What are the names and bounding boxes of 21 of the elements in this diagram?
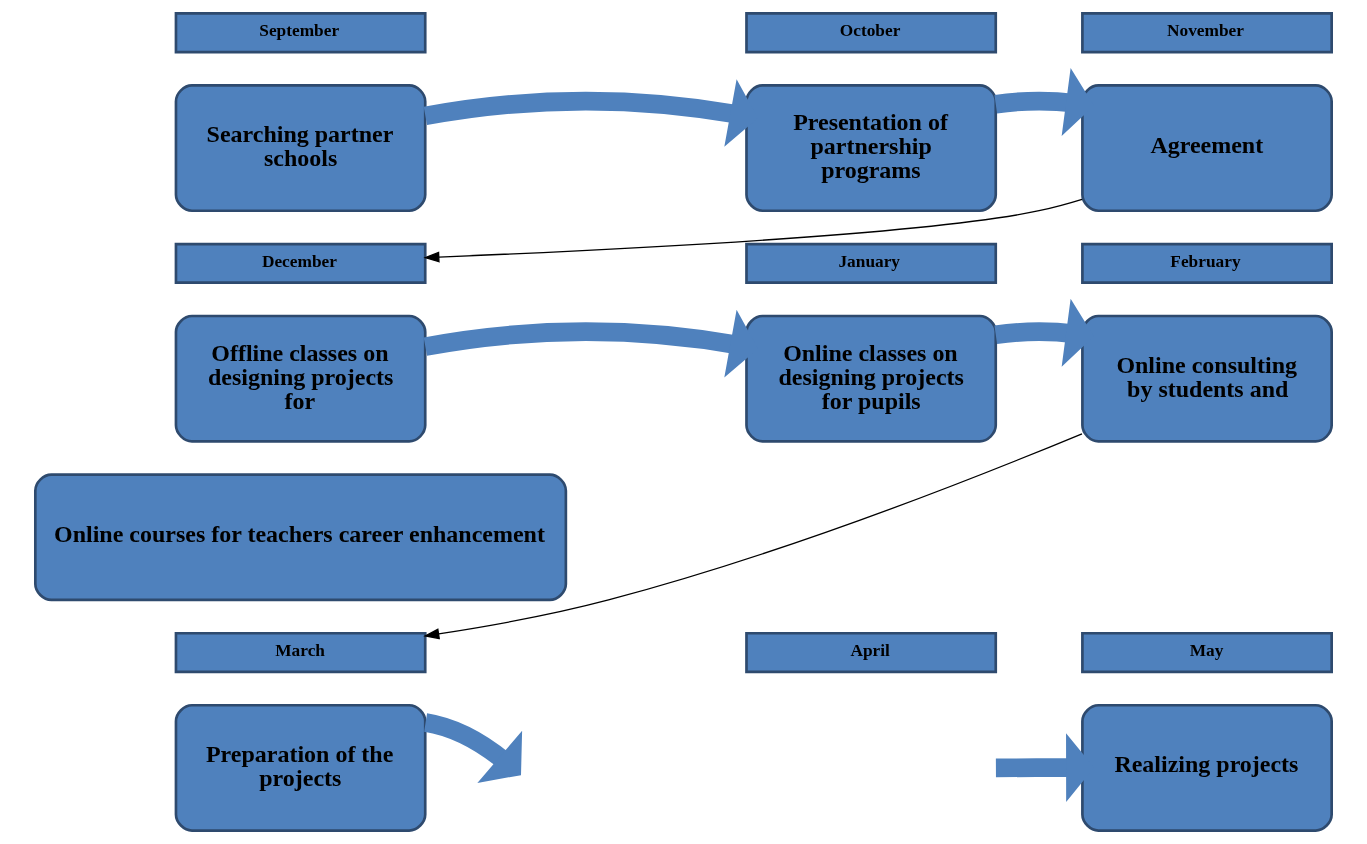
node-box: May: [1081, 631, 1333, 674]
node-box: Online classes on designing projects for pupils: [745, 314, 998, 443]
arrow: [423, 433, 1083, 640]
node-box: Presentation of partnership programs: [745, 84, 998, 213]
node-box: April: [745, 631, 998, 674]
arrow: [423, 713, 523, 783]
node-box: Online courses for teachers career enhancement: [34, 473, 568, 602]
arrow: [423, 198, 1083, 263]
node-box: January: [745, 242, 998, 285]
node-box: February: [1081, 242, 1333, 285]
node-box: December: [174, 242, 427, 285]
node-box: Offline classes on designing projects for: [174, 314, 427, 443]
node-box: Searching partner schools: [174, 84, 427, 213]
node-box: Realizing projects: [1081, 703, 1333, 832]
node-box: November: [1081, 12, 1333, 54]
node-box: October: [745, 12, 998, 54]
node-box: March: [174, 631, 427, 674]
node-box: Online consulting by students and: [1081, 314, 1333, 443]
node-box: September: [174, 12, 427, 54]
node-box: Agreement: [1081, 84, 1333, 213]
node-box: Preparation of the projects: [174, 703, 427, 832]
